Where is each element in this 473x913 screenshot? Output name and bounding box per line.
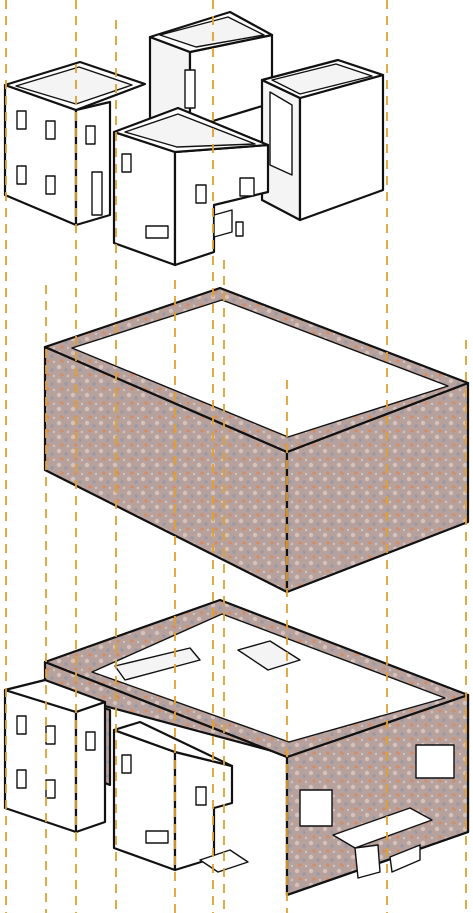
panel-combined-assembly bbox=[3, 598, 470, 897]
window bbox=[45, 725, 56, 745]
front-block-roof-inset bbox=[124, 113, 256, 148]
envelope-open-interior bbox=[71, 299, 449, 438]
window bbox=[85, 731, 96, 751]
assembly-left-block-left-face bbox=[3, 688, 78, 834]
window bbox=[16, 165, 27, 185]
window bbox=[121, 754, 132, 774]
slot-window bbox=[145, 830, 169, 844]
tower-roof-inset bbox=[159, 16, 265, 48]
chimney-stub bbox=[235, 221, 244, 237]
assembly-front-block-roof bbox=[112, 720, 234, 768]
canopy bbox=[332, 807, 433, 849]
panel-wall-envelope bbox=[43, 286, 470, 594]
tower-door bbox=[184, 69, 196, 109]
assembly-left-block-right-face bbox=[74, 700, 107, 834]
entry-step bbox=[354, 844, 381, 879]
window bbox=[45, 175, 56, 195]
alignment-guides bbox=[5, 0, 467, 913]
panel-house-cluster bbox=[3, 10, 385, 267]
right-roof-inset bbox=[271, 63, 373, 95]
assembly-left-block bbox=[3, 678, 107, 834]
window bbox=[121, 153, 132, 173]
window bbox=[45, 120, 56, 140]
front-block-right-face bbox=[173, 143, 270, 267]
right-frame-opening bbox=[269, 91, 293, 176]
front-block-left-face bbox=[112, 130, 177, 267]
assembly-front-block bbox=[112, 720, 249, 873]
roof-opening-left bbox=[114, 647, 201, 681]
side-step bbox=[213, 209, 233, 238]
window bbox=[239, 177, 255, 197]
right-frame-block bbox=[260, 58, 385, 222]
roof-opening-right bbox=[237, 640, 301, 671]
entry-ramp bbox=[389, 844, 421, 873]
tower-block bbox=[148, 10, 274, 130]
front-block bbox=[112, 106, 270, 267]
left-block-roof-inset bbox=[15, 66, 133, 105]
window bbox=[16, 110, 27, 130]
assembly-left-block-roof bbox=[3, 678, 107, 714]
window bbox=[16, 715, 27, 735]
window bbox=[415, 744, 455, 779]
window bbox=[195, 184, 207, 204]
assembly-open-interior bbox=[91, 613, 446, 743]
door bbox=[91, 171, 103, 216]
slot-window bbox=[145, 225, 169, 239]
left-block bbox=[3, 60, 147, 227]
window bbox=[299, 789, 333, 827]
window bbox=[16, 769, 27, 789]
assembly-front-block-left-face bbox=[112, 728, 177, 872]
window bbox=[85, 125, 96, 145]
right-right-face bbox=[298, 73, 385, 222]
window bbox=[45, 779, 56, 799]
window bbox=[195, 786, 207, 806]
